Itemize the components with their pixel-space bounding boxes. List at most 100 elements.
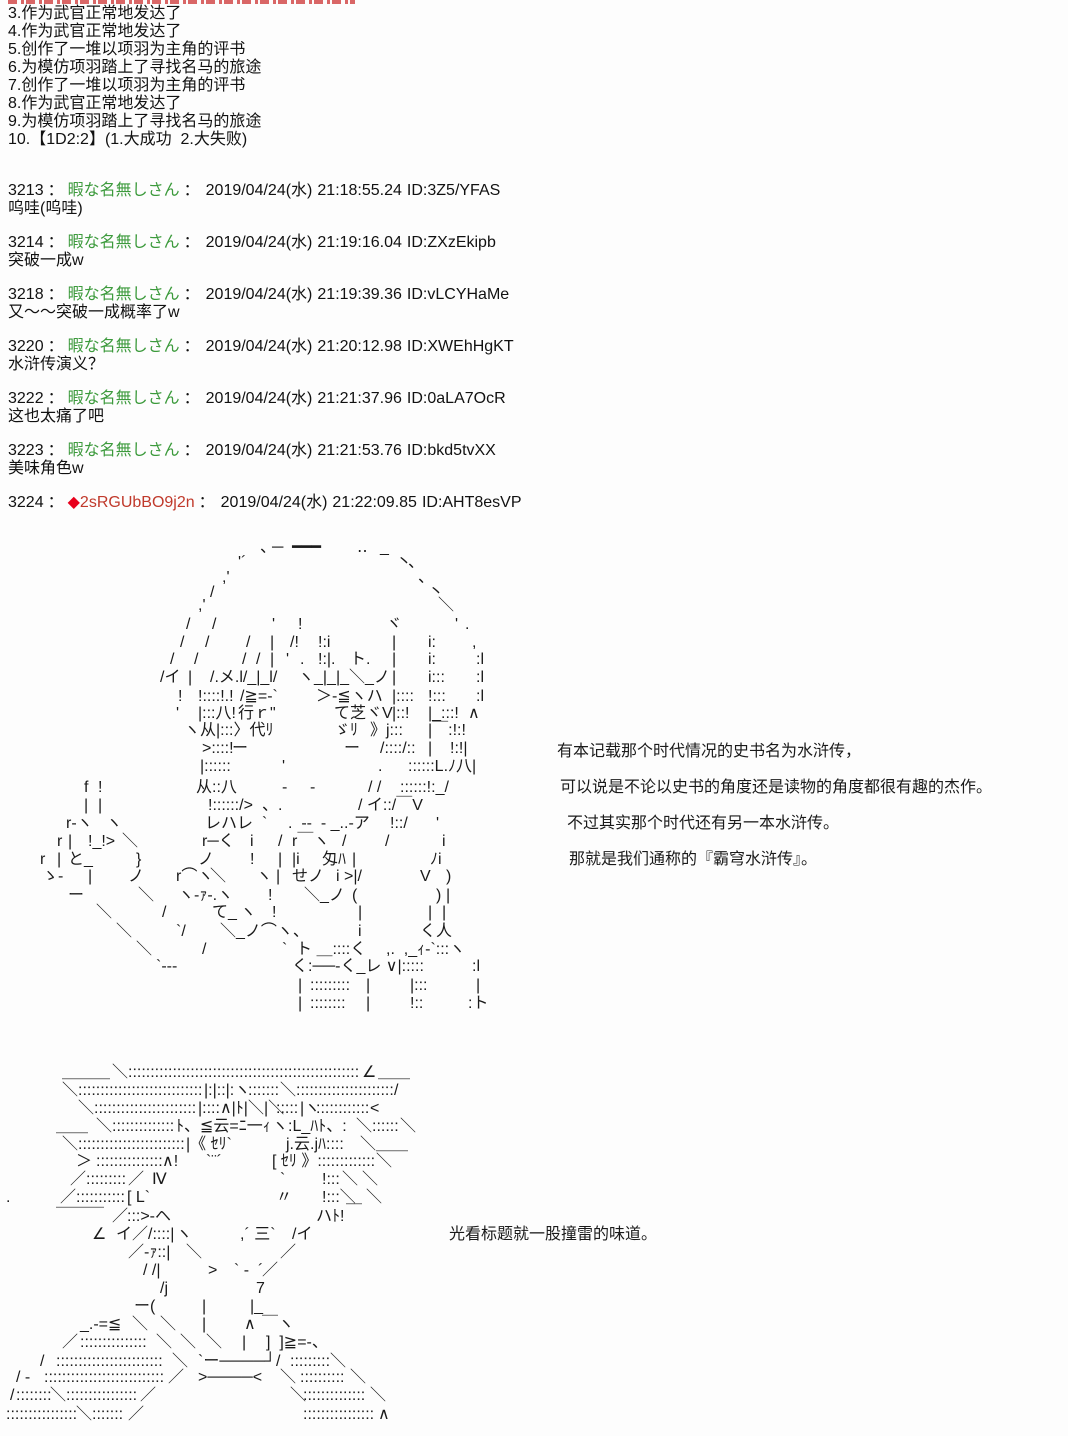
clipped-previous-line [8,0,355,4]
poster-id: ID:bkd5tvXX [406,442,496,459]
separator: ： [183,182,200,199]
aa-segment: | [352,851,357,868]
aa-segment: ＼ [180,1334,197,1351]
aa-segment: /::::/:: [380,740,416,757]
aa-segment: |:::八! [198,705,236,722]
aa-row: ￣￣￣／:::>‐ヘハﾄ! [0,1208,1068,1226]
aa-segment: r [40,851,46,868]
aa-segment: ! [178,688,183,705]
separator: ： [47,182,64,199]
aa-segment: / [10,1387,15,1404]
aa-segment: ＼ [186,1244,203,1261]
aa-row: '´丶、 [0,554,1068,572]
aa-segment: イ／/::::| [116,1226,175,1243]
aa-segment: ＼ [96,904,113,921]
aa-segment: ＼ [112,1064,129,1081]
aa-segment: ト. [350,651,371,668]
post-number-link[interactable]: 3213 [8,182,44,199]
aa-segment: ' [286,651,290,668]
aa-segment: く:──-く_レ ∨|::::: [292,958,424,975]
aa-segment: :::::::::::::::: [66,1387,138,1404]
aa-segment: ‥ [357,539,368,556]
aa-segment: !::::::/> [208,797,253,814]
aa-segment: ＞ [76,1153,93,1170]
aa-segment: ::::::: [248,1082,280,1099]
trip-diamond-icon: ◆ [67,494,80,511]
aa-segment: :::::::::: [300,1369,345,1386]
aa-segment: Ⅳ [152,1171,167,1188]
aa-row: ＞:::::::::::::::∧!`¨´[ ｾﾘ 》:::::::::::::… [0,1153,1068,1171]
poster-id: ID:0aLA7OcR [406,390,506,407]
aa-segment: | [392,634,397,651]
option-line: 8.作为武官正常地发达了 [8,95,182,112]
aa-segment: ー [232,740,249,757]
aa-segment: |::! [392,705,410,722]
aa-segment: ' [436,815,440,832]
aa-segment: `¨´ [206,1153,222,1170]
post-number-link[interactable]: 3223 [8,442,44,459]
aa-segment: ::::::::::::::: [80,1334,147,1351]
aa-segment: ∠ [362,1064,377,1081]
aa-segment: ＿ [346,1189,363,1206]
aa-segment: ＼ [210,868,227,885]
aa-segment: ヾ [386,616,403,633]
aa-segment: ＼＿＿ [360,1136,409,1153]
aa-segment: [ L` [127,1189,151,1206]
aa-segment: !:!| [450,740,468,757]
aa-segment: ／ [128,1171,145,1188]
aa-segment: `‐-- [156,958,178,975]
post-number-link[interactable]: 3222 [8,390,44,407]
post-date: 2019/04/24(水) [205,390,313,407]
aa-row: ＼::::::::::::::::::::::::|《 ｾﾘ`j.云.jﾊ:::… [0,1136,1068,1154]
aa-segment: ::::::L.ﾉ八| [408,758,477,775]
aa-segment: >::::! [202,740,234,757]
post-number-link[interactable]: 3220 [8,338,44,355]
aa-segment: ∧ [378,1406,390,1423]
aa-segment: | [57,851,62,868]
aa-segment: !::::!.! [198,688,234,705]
post-body: 水浒传演义？ [8,356,105,373]
post-time: 21:18:55.24 [317,182,402,199]
aa-row: ||!::::::/>、./ イ::/￣V [0,797,1068,815]
aa-segment: |i [292,851,300,868]
aa-segment: 》j::: [370,722,403,739]
aa-row: .／:::::::::::[ L`〃!:::＼＿＼ [0,1189,1068,1207]
aa-segment: / [194,651,199,668]
aa-row: _.-=≦＼＼|∧￣ヽ [0,1316,1068,1334]
aa-segment: :l [476,669,484,686]
aa-segment: . [6,1189,11,1206]
aa-segment: ヽ [106,815,123,832]
aa-segment: ／ [60,1189,77,1206]
aa-segment: ＼ [330,1353,347,1370]
aa-segment: !:|. [318,651,336,668]
post-number-link[interactable]: 3214 [8,234,44,251]
poster-id: ID:3Z5/YFAS [406,182,501,199]
aa-segment: r￣ヽ [292,833,330,850]
aa-segment: |_ [250,1298,264,1315]
aa-segment: ` [262,815,268,832]
aa-segment: ＿＿ [56,1118,89,1135]
aa-segment: ＼ [362,1171,379,1188]
aa-segment: ヽ‐ｧ‐.ヽ [178,887,234,904]
aa-segment: せノ [292,868,325,885]
aa-row: / /|>` - ´／ [0,1262,1068,1280]
separator: ： [183,338,200,355]
aa-segment: ::::: [276,1100,299,1117]
aa-segment: ＼ [376,1153,393,1170]
post-number-link[interactable]: 3218 [8,286,44,303]
aa-segment: ∧ [244,1316,256,1333]
aa-segment: ＼ [438,597,455,614]
aa-segment: | [366,995,371,1012]
aa-segment: ＼ [116,923,133,940]
aa-segment: ／ [262,1262,279,1279]
aa-segment: :::::::::::::::: [303,1406,375,1423]
aa-row: ＼/て_ヽ!||| [0,904,1068,922]
aa-segment: / ‐ [16,1369,31,1386]
aa-segment: / [202,941,207,958]
post-number-link[interactable]: 3224 [8,494,44,511]
aa-segment: i::: [428,669,445,686]
